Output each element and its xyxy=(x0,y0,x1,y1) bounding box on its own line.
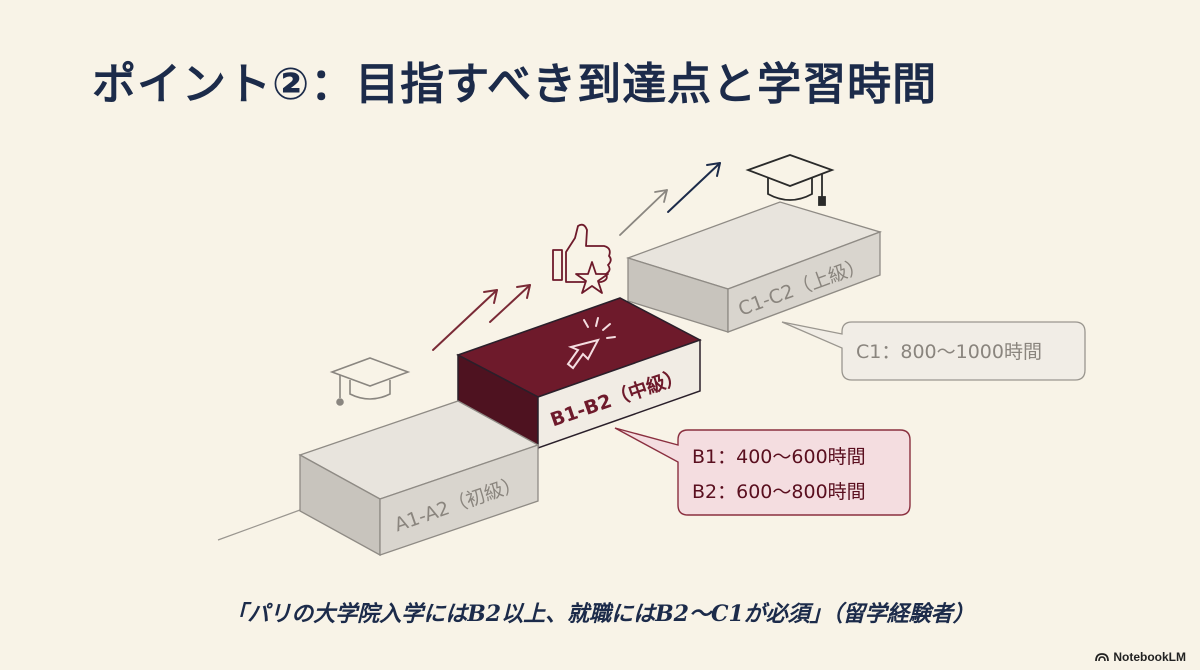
graduation-cap-icon xyxy=(745,154,835,206)
step-a: A1-A2（初級） xyxy=(298,400,540,557)
arrow-up-right-icon xyxy=(432,289,498,351)
progress-arrows xyxy=(432,162,721,351)
arrow-up-right-icon xyxy=(667,162,721,213)
callout-b-line-1: B1：400〜600時間 xyxy=(692,446,866,468)
graduation-cap-icon xyxy=(329,357,411,406)
notebooklm-logo-icon xyxy=(1095,653,1110,662)
callout-b: B1：400〜600時間 B2：600〜800時間 xyxy=(614,427,911,516)
ground-line xyxy=(217,509,301,541)
thumbs-up-icon xyxy=(552,223,612,283)
callout-b-line-2: B2：600〜800時間 xyxy=(692,481,866,503)
callout-c-box xyxy=(781,321,1086,381)
callout-b-box xyxy=(614,427,911,516)
step-c-front xyxy=(727,231,881,333)
step-a-front xyxy=(379,444,539,556)
arrow-up-right-icon xyxy=(619,189,668,236)
brand-text: NotebookLM xyxy=(1113,650,1186,664)
step-b-front xyxy=(537,338,701,450)
callout-c: C1：800〜1000時間 xyxy=(781,321,1086,381)
quote-text: 「パリの大学院入学にはB2以上、就職にはB2〜C1が必須」（留学経験者） xyxy=(225,601,975,627)
page-title: ポイント②：目指すべき到達点と学習時間 xyxy=(92,59,938,110)
step-c: C1-C2（上級） xyxy=(625,201,883,333)
cursor-click-icon xyxy=(566,317,616,370)
arrow-up-right-icon xyxy=(489,284,531,323)
brand-badge: NotebookLM xyxy=(1095,650,1186,664)
star-icon xyxy=(575,261,609,294)
callout-c-line-1: C1：800〜1000時間 xyxy=(856,341,1042,363)
